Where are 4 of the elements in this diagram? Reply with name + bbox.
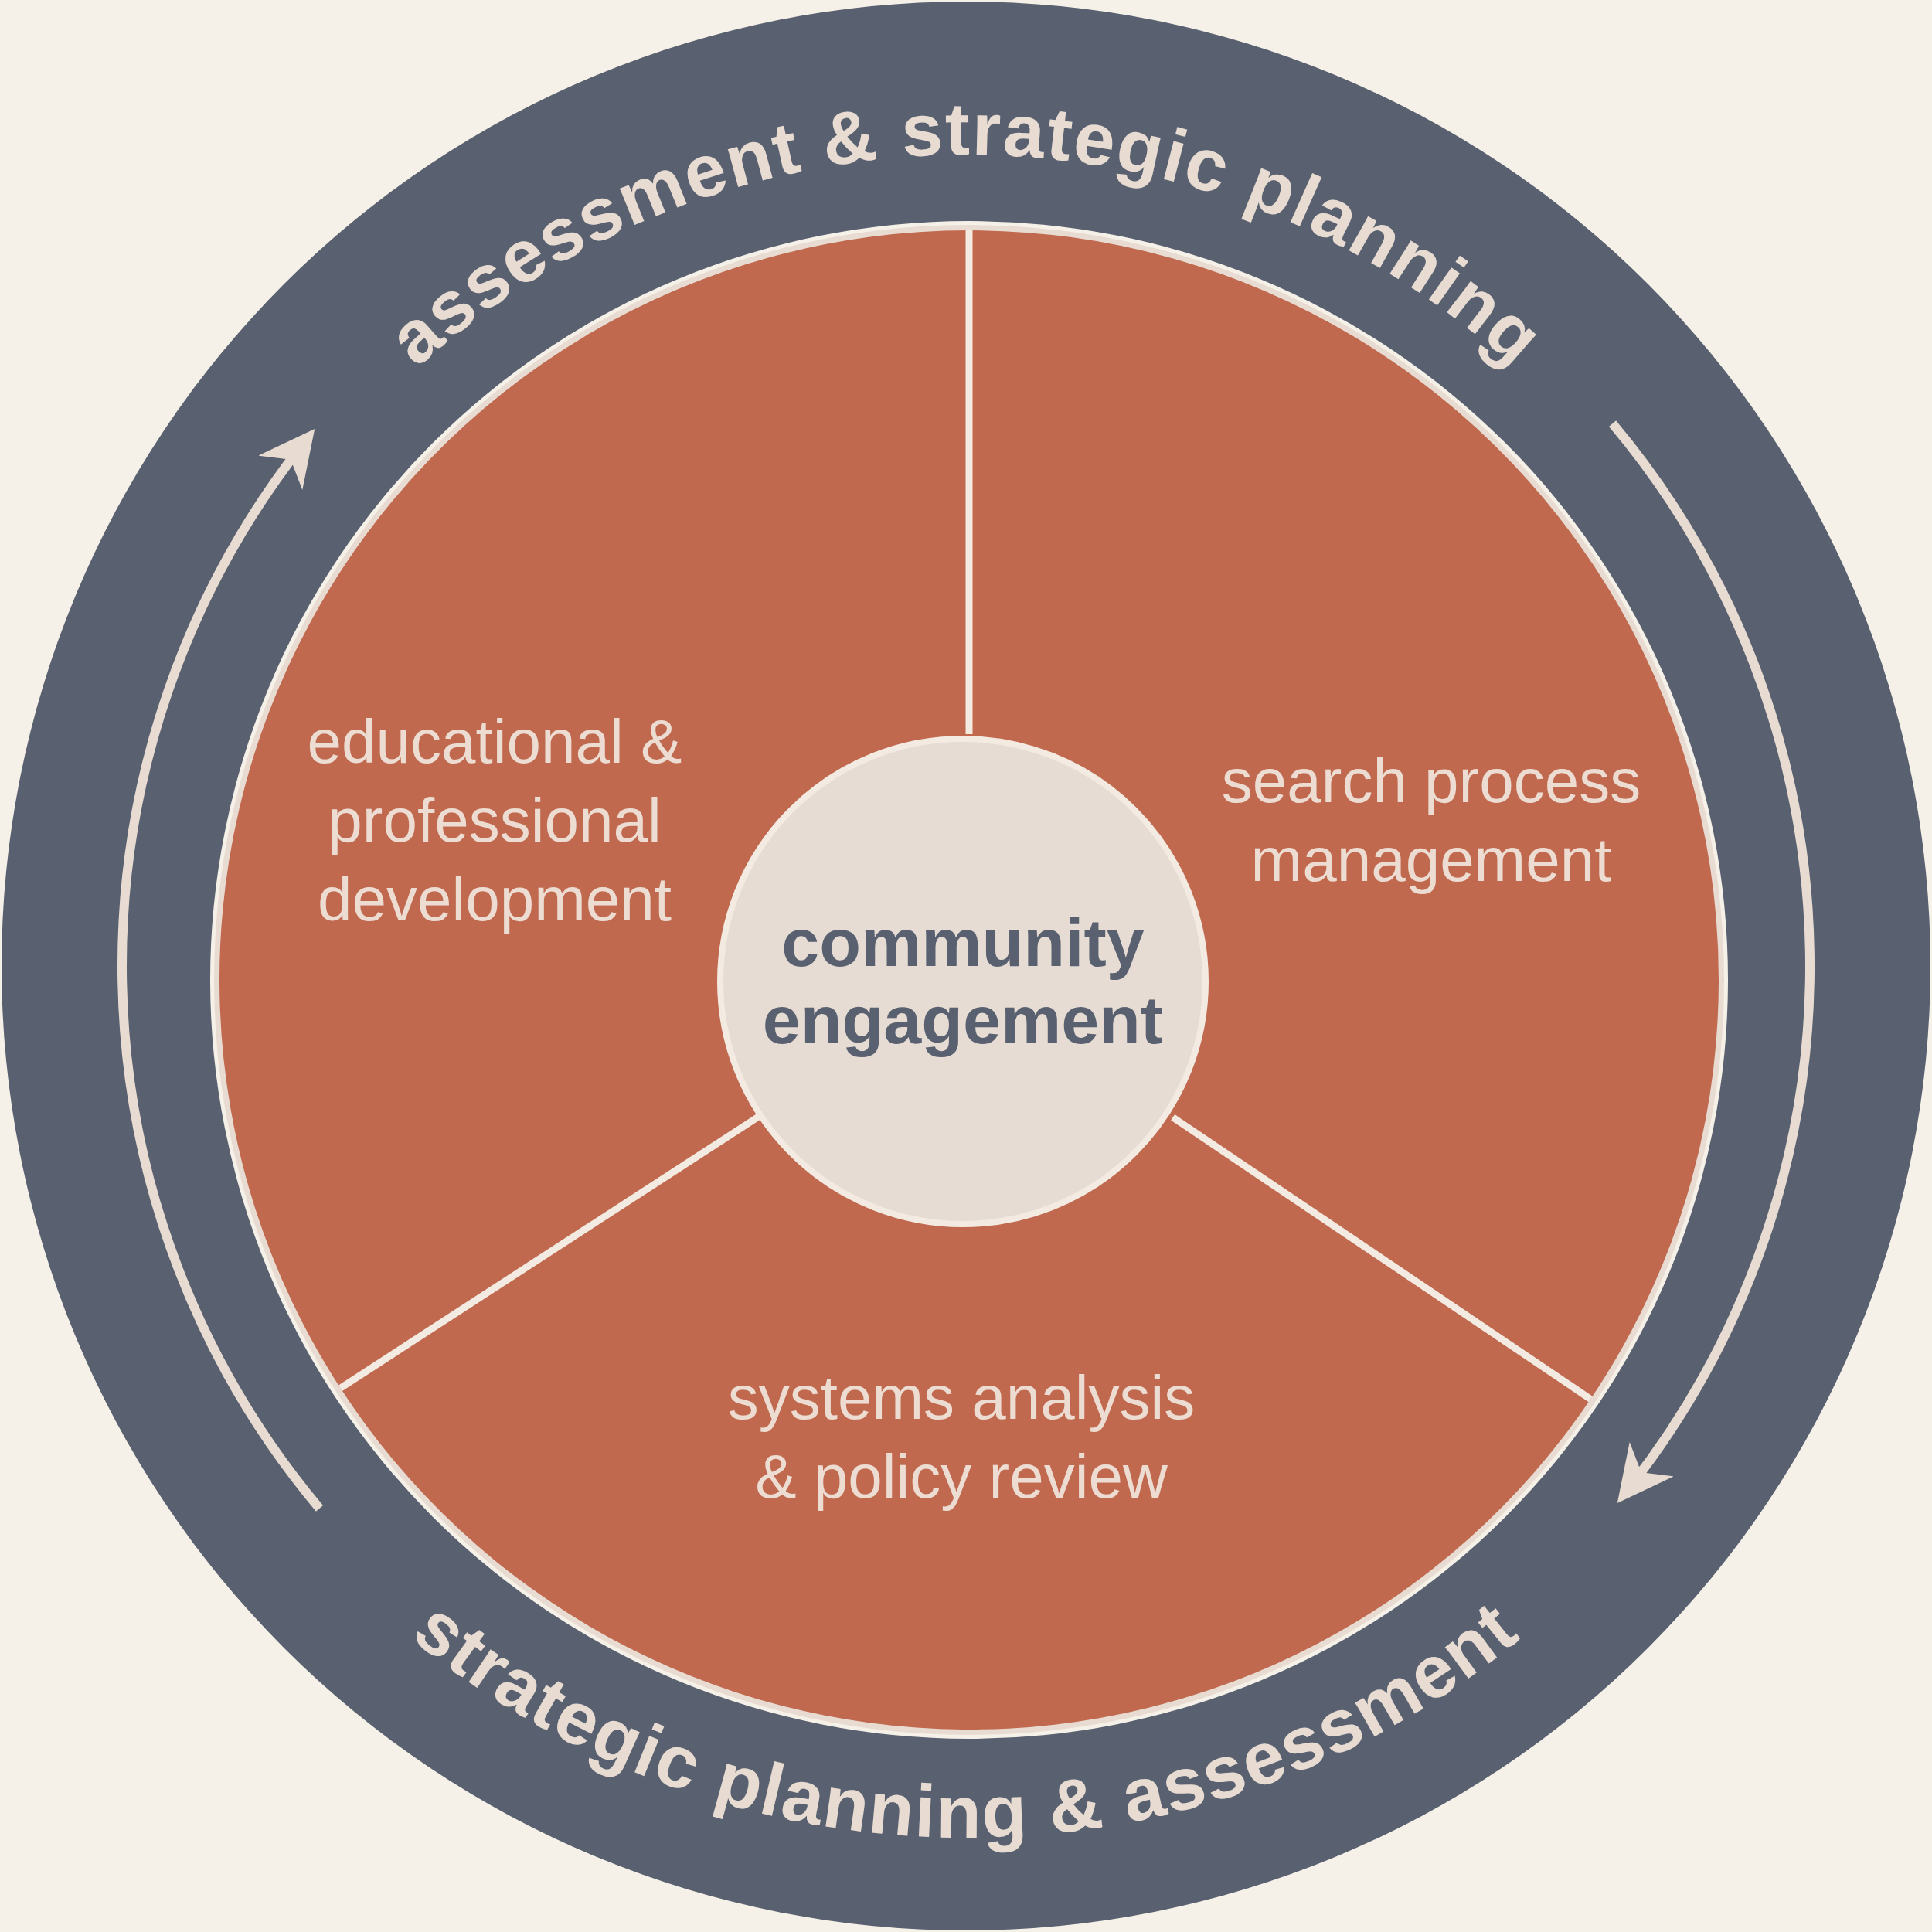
sector-label: search process management: [1220, 746, 1642, 896]
sector-label: educational & professional development: [306, 706, 683, 935]
sector-label: systems analysis & policy review: [726, 1362, 1196, 1512]
center-label: community engagement: [762, 904, 1164, 1059]
